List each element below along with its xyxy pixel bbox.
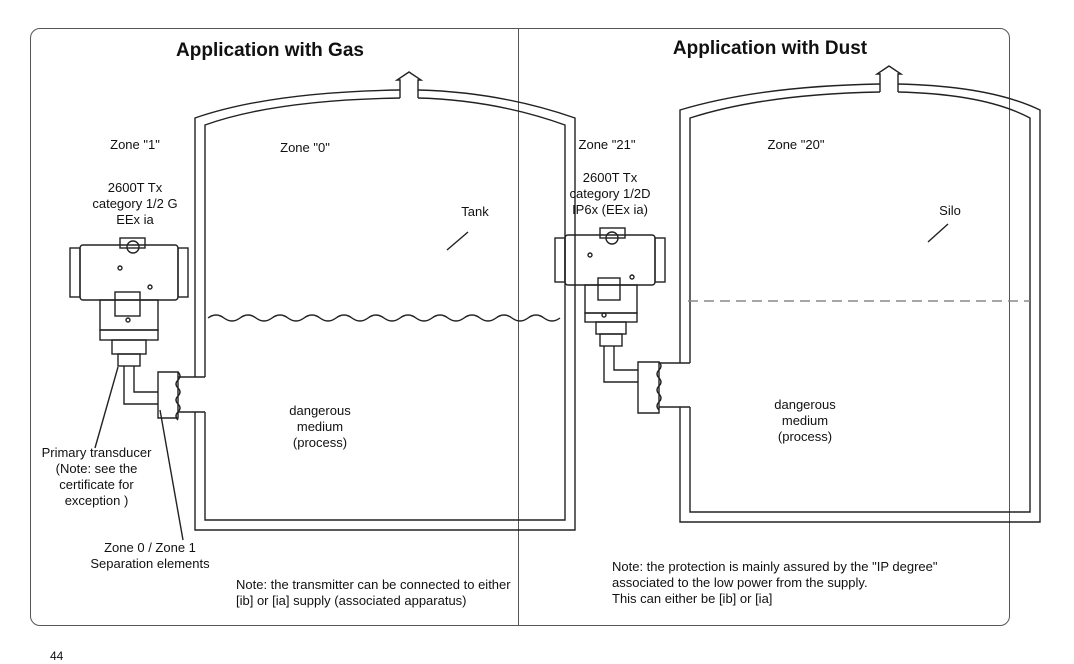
dust-note-line: Note: the protection is mainly assured b…	[612, 559, 938, 574]
gas-note-line: Note: the transmitter can be connected t…	[236, 577, 511, 592]
dust-silo	[637, 65, 1041, 523]
dust-transmitter-line: 2600T Tx	[582, 170, 638, 185]
dust-zone-outside: Zone "21"	[578, 137, 636, 152]
gas-transmitter-line: EEx ia	[116, 212, 154, 227]
primary-transducer-line: exception )	[64, 493, 129, 508]
dust-medium-line: dangerous	[774, 397, 836, 412]
gas-note-line: [ib] or [ia] supply (associated apparatu…	[236, 593, 467, 608]
gas-medium-label: dangerous medium (process)	[270, 403, 370, 451]
primary-transducer-label: Primary transducer (Note: see the certif…	[34, 445, 159, 509]
primary-transducer-line: Primary transducer	[41, 445, 152, 460]
dust-medium-line: (process)	[777, 429, 833, 444]
gas-vessel-label: Tank	[461, 204, 489, 219]
gas-zone-inside: Zone "0"	[280, 140, 330, 155]
separation-line: Zone 0 / Zone 1	[104, 540, 196, 555]
dust-transmitter-line: category 1/2D	[569, 186, 651, 201]
dust-title: Application with Dust	[672, 38, 868, 59]
gas-zone-outside: Zone "1"	[110, 137, 160, 152]
dust-vessel-label: Silo	[939, 203, 961, 218]
gas-medium-line: medium	[296, 419, 344, 434]
panel-divider	[518, 28, 519, 626]
gas-transmitter-line: category 1/2 G	[92, 196, 178, 211]
gas-transmitter-line: 2600T Tx	[107, 180, 163, 195]
dust-transmitter-label: 2600T Tx category 1/2D IP6x (EEx ia)	[545, 170, 675, 218]
dust-medium-label: dangerous medium (process)	[755, 397, 855, 445]
gas-transmitter-drawing	[69, 237, 189, 405]
dust-transmitter-drawing	[554, 227, 666, 383]
gas-transmitter-label: 2600T Tx category 1/2 G EEx ia	[70, 180, 200, 228]
gas-tank	[157, 71, 576, 531]
primary-transducer-line: (Note: see the	[55, 461, 138, 476]
dust-note: Note: the protection is mainly assured b…	[612, 559, 938, 607]
gas-medium-line: (process)	[292, 435, 348, 450]
dust-medium-line: medium	[781, 413, 829, 428]
diagram-frame	[30, 28, 1010, 626]
separation-line: Separation elements	[90, 556, 210, 571]
dust-zone-inside: Zone "20"	[767, 137, 825, 152]
page-number: 44	[50, 649, 64, 663]
dust-transmitter-line: IP6x (EEx ia)	[572, 202, 648, 217]
gas-note: Note: the transmitter can be connected t…	[236, 577, 511, 609]
separation-elements-label: Zone 0 / Zone 1 Separation elements	[80, 540, 220, 572]
dust-note-line: associated to the low power from the sup…	[612, 575, 868, 590]
gas-title: Application with Gas	[176, 40, 364, 61]
gas-medium-line: dangerous	[289, 403, 351, 418]
dust-note-line: This can either be [ib] or [ia]	[612, 591, 773, 606]
primary-transducer-line: certificate for	[59, 477, 134, 492]
